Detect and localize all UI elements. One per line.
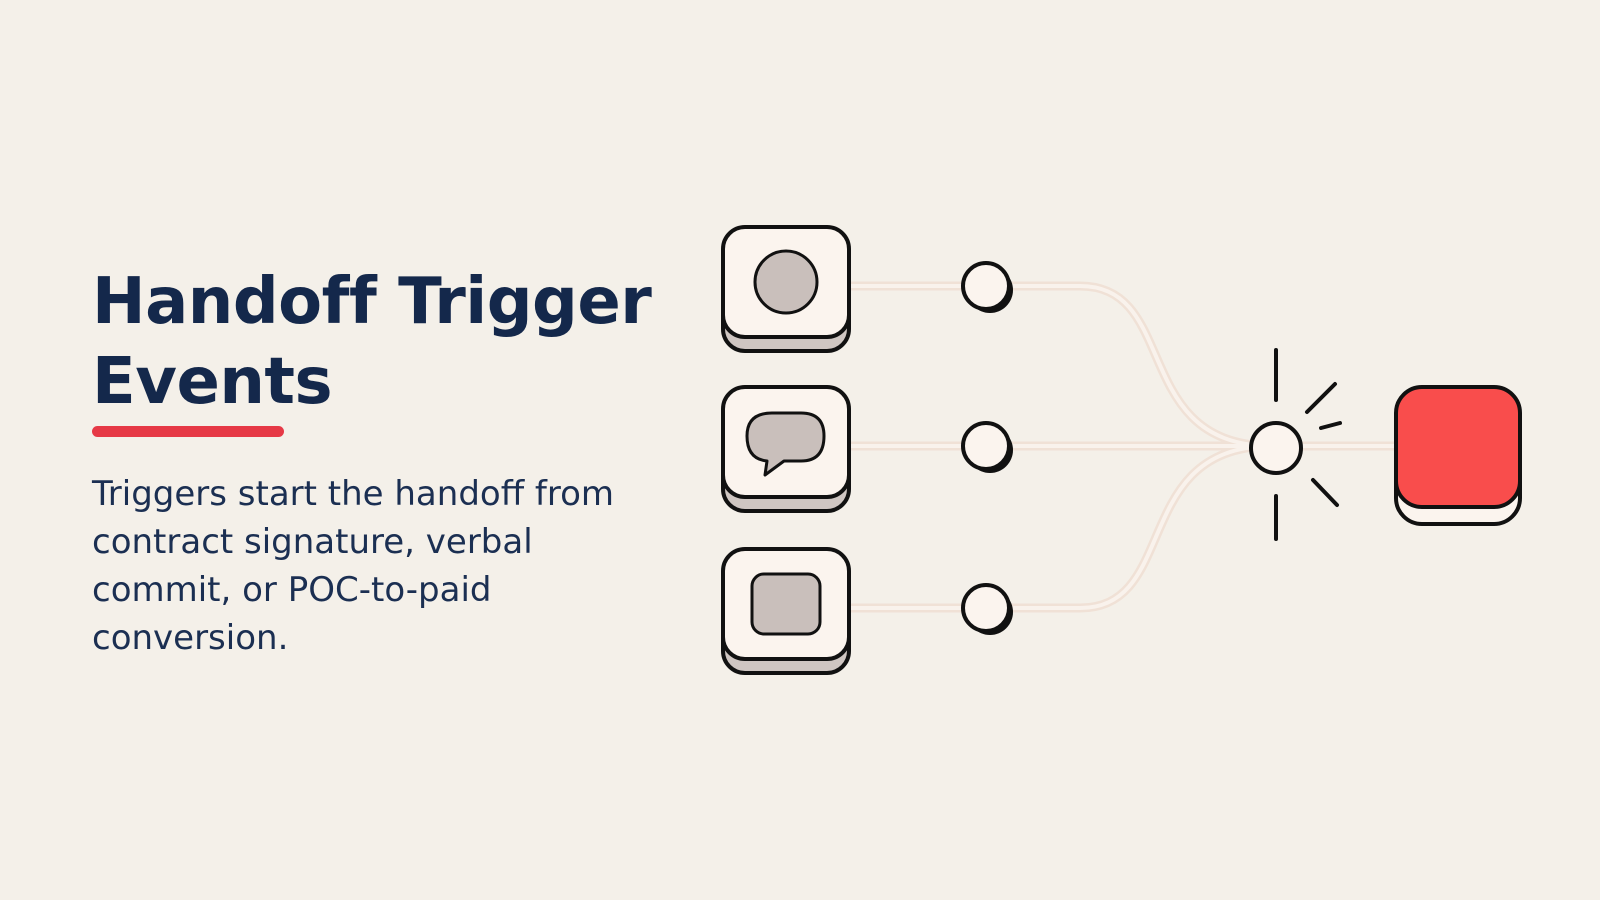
- trigger-tile-contract-signature: [721, 225, 851, 353]
- slide-title: Handoff Trigger Events: [92, 265, 652, 419]
- connector-lines: [840, 281, 1405, 613]
- node-2: [961, 421, 1013, 473]
- convergence-burst: [1249, 348, 1342, 541]
- connector-nodes: [961, 261, 1013, 635]
- speech-bubble-icon: [745, 411, 826, 477]
- trigger-tile-poc-to-paid: [721, 547, 851, 675]
- node-1: [961, 261, 1013, 313]
- circle-icon: [753, 249, 819, 315]
- red-square-icon: [1394, 385, 1522, 526]
- square-icon: [750, 572, 822, 636]
- trigger-tile-verbal-commit: [721, 385, 851, 513]
- node-3: [961, 583, 1013, 635]
- title-underline: [92, 426, 284, 437]
- slide-description: Triggers start the handoff from contract…: [92, 474, 615, 658]
